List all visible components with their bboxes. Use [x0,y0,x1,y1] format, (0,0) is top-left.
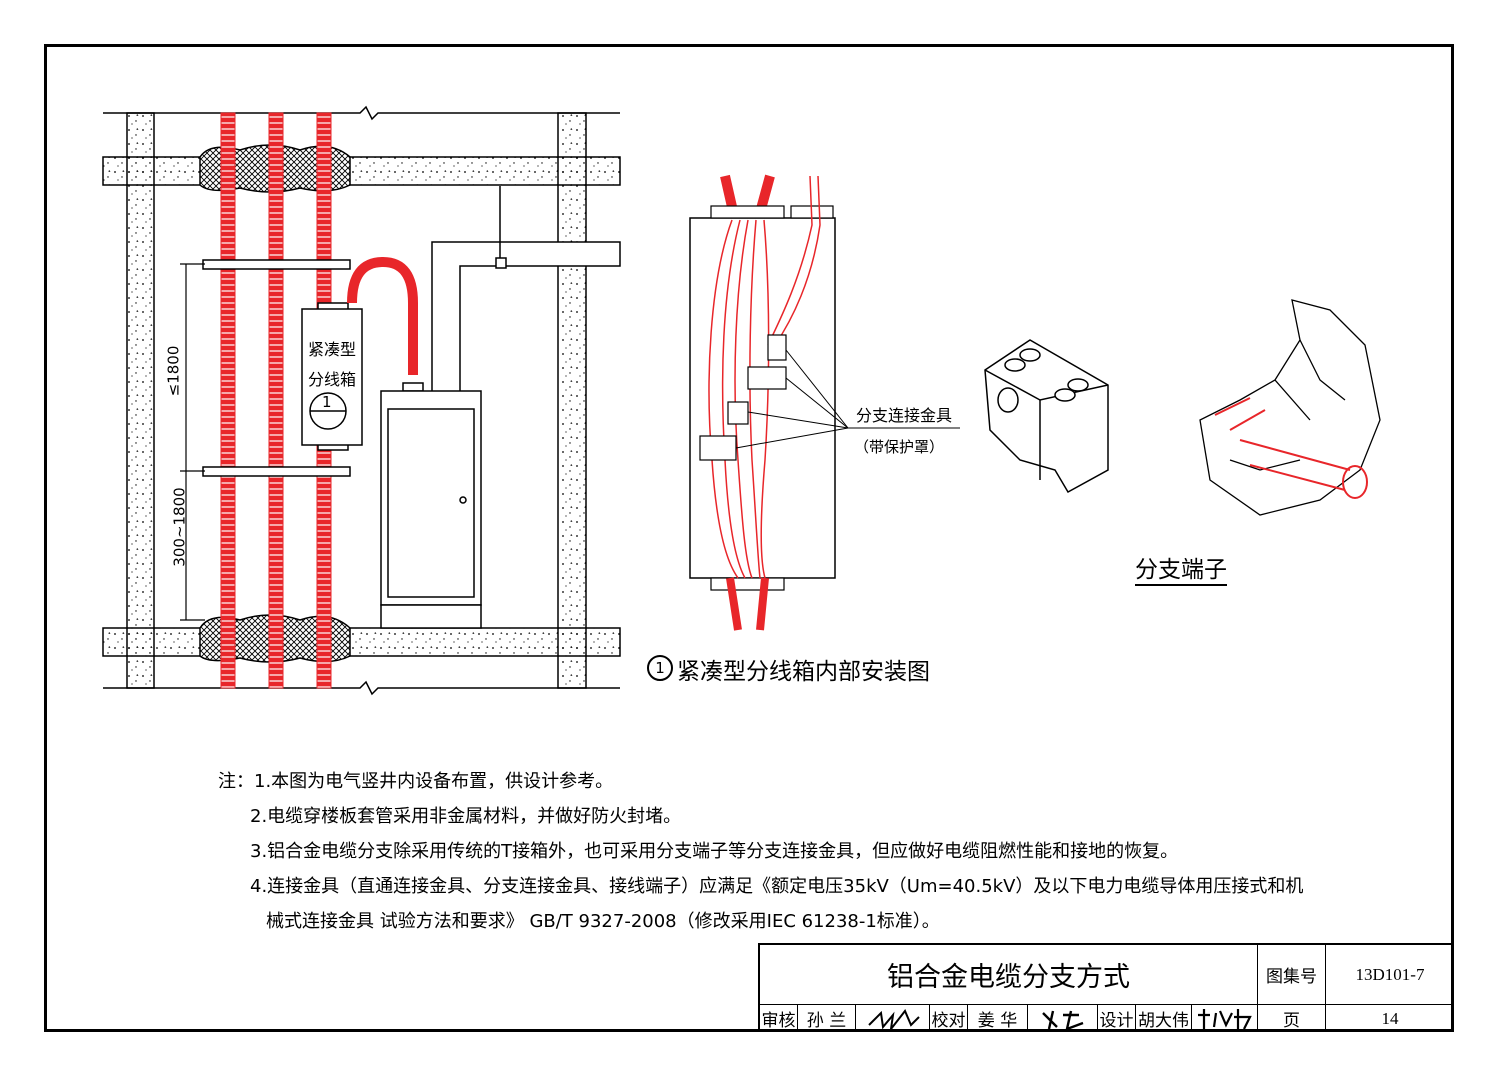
title-block: 铝合金电缆分支方式 图集号 13D101-7 审核 孙 兰 校对 姜 华 设计 … [758,943,1454,1032]
terminal-block-drawing [984,339,1109,494]
note-3: 3.铝合金电缆分支除采用传统的T接箱外，也可采用分支端子等分支连接金具，但应做好… [250,841,1179,862]
review-name: 孙 兰 [798,1005,856,1032]
dim-lower: 300~1800 [170,487,189,567]
dimension-lines [180,263,205,621]
detail-box [689,174,960,631]
terminal-caption: 分支端子 [1135,550,1227,586]
review-label: 审核 [760,1005,798,1032]
compact-box [301,302,363,451]
check-name: 姜 华 [968,1005,1028,1032]
drawing-frame [44,44,1454,1032]
check-signature [1028,1005,1098,1032]
atlas-label: 图集号 [1258,945,1326,1005]
box-label-line1: 紧凑型 [308,340,357,359]
covered-terminal-drawing [1199,299,1381,516]
page-number: 14 [1381,1008,1399,1028]
loop-cable [347,256,418,375]
cabinet [380,382,482,629]
note-4-cont: 械式连接金具 试验方法和要求》 GB/T 9327-2008（修改采用IEC 6… [266,911,940,932]
box-label-line2: 分线箱 [308,370,357,389]
review-signature [856,1005,930,1032]
design-name: 胡大伟 [1136,1005,1192,1032]
design-signature [1192,1005,1258,1032]
box-circle-number: 1 [322,393,332,411]
note-2: 2.电缆穿楼板套管采用非金属材料，并做好防火封堵。 [250,806,682,827]
detail-caption: 紧凑型分线箱内部安装图 [677,659,930,685]
check-label: 校对 [930,1005,968,1032]
title-block-title: 铝合金电缆分支方式 [760,945,1258,1005]
note-1: 注：1.本图为电气竖井内设备布置，供设计参考。 [218,771,614,792]
page-label: 页 [1258,1005,1326,1032]
design-label: 设计 [1098,1005,1136,1032]
note-4: 4.连接金具（直通连接金具、分支连接金具、接线端子）应满足《额定电压35kV（U… [250,876,1304,897]
callout-label: 分支连接金具 [856,406,953,425]
notes: 注：1.本图为电气竖井内设备布置，供设计参考。 2.电缆穿楼板套管采用非金属材料… [218,764,1303,939]
detail-circle-number: 1 [647,655,673,681]
trunking [431,186,621,393]
atlas-number: 13D101-7 [1326,945,1454,1005]
callout-sublabel: （带保护罩） [854,438,945,456]
dim-upper: ≤1800 [164,345,183,397]
covered-terminal-cable [1214,397,1368,499]
shaft-walls [102,105,621,696]
